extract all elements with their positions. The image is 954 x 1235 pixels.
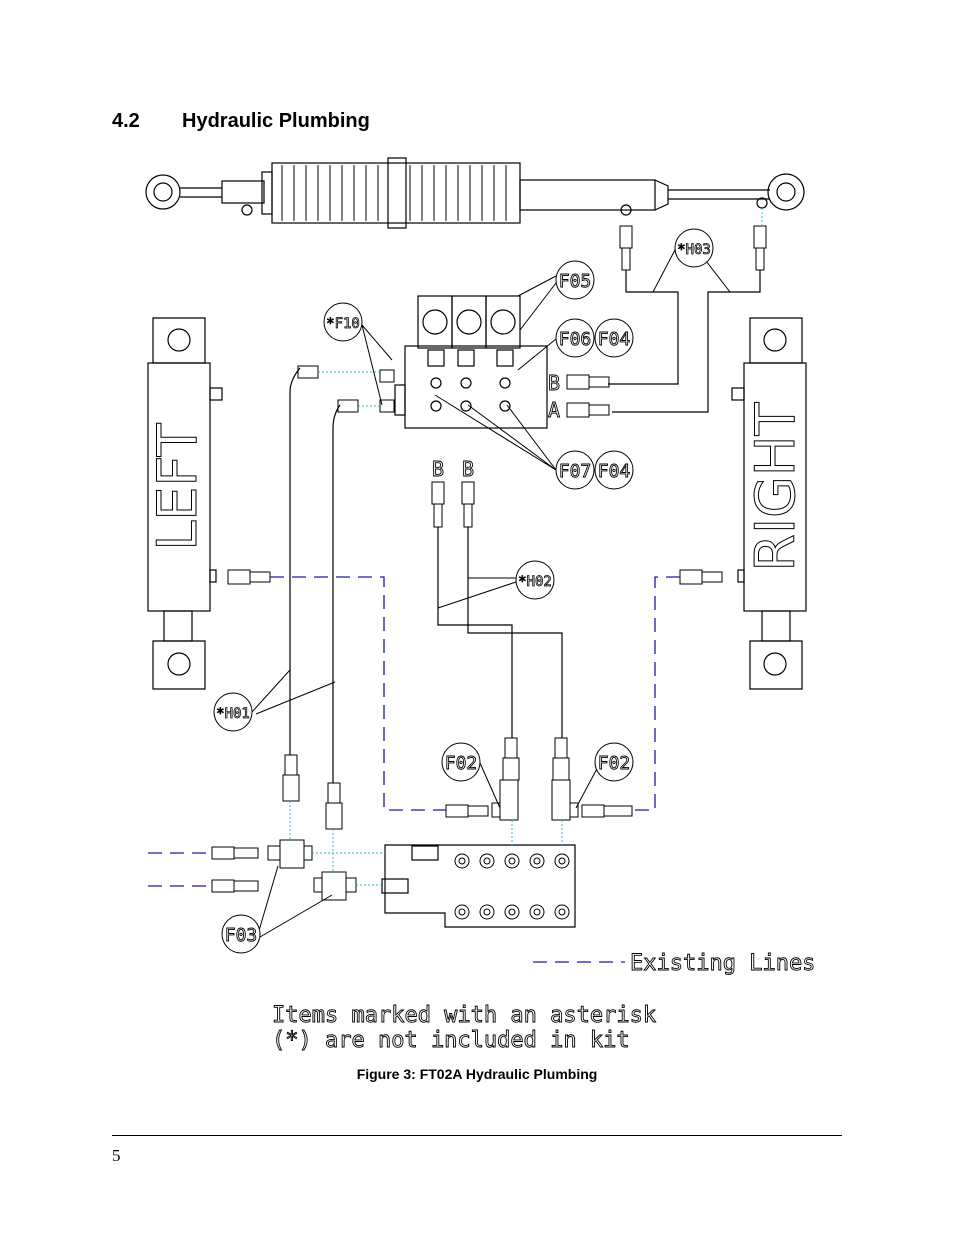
callout-f07: F07 [559, 461, 592, 482]
top-cylinder [145, 157, 805, 229]
callout-f10: *F10 [326, 316, 360, 332]
legend-existing-lines: Existing Lines [630, 951, 815, 976]
port-label-a-valve: A [548, 398, 560, 422]
right-cylinder [731, 317, 807, 690]
note-line-2: (*) are not included in kit [272, 1028, 630, 1053]
callout-f04-lower: F04 [598, 461, 631, 482]
right-cylinder-label: RIGHT [744, 402, 807, 572]
callout-f02-left: F02 [445, 753, 478, 774]
figure-caption: Figure 3: FT02A Hydraulic Plumbing [356, 1066, 598, 1082]
callout-h03: *H03 [677, 242, 711, 258]
existing-lines [148, 576, 680, 963]
valve-block [394, 295, 548, 429]
left-cylinder [147, 317, 223, 690]
center-lines [289, 208, 763, 886]
callout-f03: F03 [225, 925, 258, 946]
port-label-b-valve: B [548, 371, 560, 395]
port-label-b2: B [462, 457, 474, 481]
callout-h01: *H01 [216, 706, 250, 722]
callout-f04-upper: F04 [598, 329, 631, 350]
section-heading: 4.2 Hydraulic Plumbing [112, 110, 370, 133]
page-number: 5 [112, 1146, 121, 1165]
section-number: 4.2 [112, 110, 140, 132]
section-title: Hydraulic Plumbing [182, 110, 370, 132]
footer-rule [112, 1135, 842, 1136]
callout-f06: F06 [559, 329, 592, 350]
callout-f05: F05 [559, 271, 592, 292]
callout-h02: *H02 [518, 574, 552, 590]
fittings [211, 225, 767, 901]
port-label-b1: B [432, 457, 444, 481]
note-line-1: Items marked with an asterisk [272, 1003, 656, 1028]
manifold-block [381, 844, 576, 928]
hoses [289, 270, 761, 783]
callout-f02-right: F02 [598, 753, 631, 774]
leader-lines [251, 247, 731, 938]
left-cylinder-label: LEFT [146, 422, 209, 550]
